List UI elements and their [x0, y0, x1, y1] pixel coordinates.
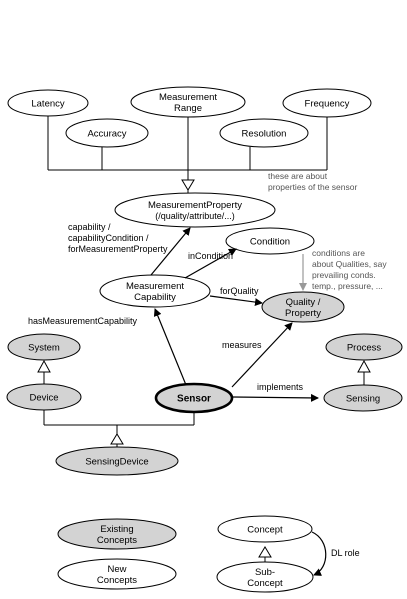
node-measurement-property: MeasurementProperty (/quality/attribute/…: [114, 192, 276, 228]
legend-new-concepts-label-1: New: [107, 564, 126, 575]
edge-capability-label-2: capabilityCondition /: [68, 233, 149, 243]
node-quality-property-label-2: Property: [285, 308, 321, 319]
note-sensor-properties-1: these are about: [268, 171, 328, 181]
node-measurement-capability: Measurement Capability: [99, 274, 211, 308]
edge-for-quality: forQuality: [209, 286, 263, 307]
node-frequency-label: Frequency: [305, 99, 350, 110]
legend-sub-concept: Sub- Concept: [216, 561, 314, 593]
node-device: Device: [6, 383, 82, 411]
node-sensor-label: Sensor: [177, 394, 211, 405]
node-system-label: System: [28, 343, 60, 354]
legend-new-concepts-label-2: Concepts: [97, 575, 137, 586]
note-conditions-1: conditions are: [312, 248, 365, 258]
edge-has-measurement-capability-label: hasMeasurementCapability: [28, 316, 138, 326]
node-process: Process: [325, 333, 403, 361]
legend-existing-concepts-label-2: Concepts: [97, 535, 137, 546]
edge-measures-label: measures: [222, 340, 262, 350]
sensing-device-connectors: [43, 410, 195, 447]
node-sensing-device-label: SensingDevice: [85, 457, 148, 468]
legend-dl-role: DL role: [311, 531, 360, 576]
node-condition-label: Condition: [250, 237, 290, 248]
node-device-label: Device: [29, 393, 58, 404]
note-sensor-properties-2: properties of the sensor: [268, 182, 357, 192]
node-accuracy-label: Accuracy: [87, 129, 126, 140]
edge-capability-label-3: forMeasurementProperty: [68, 244, 168, 254]
node-measurement-range: Measurement Range: [130, 86, 246, 118]
legend-subclass-link: [258, 546, 272, 562]
node-sensing: Sensing: [323, 384, 403, 412]
node-sensing-device: SensingDevice: [55, 446, 179, 476]
legend-sub-concept-label-2: Concept: [247, 578, 283, 589]
node-latency-label: Latency: [31, 99, 65, 110]
device-to-system: [37, 359, 51, 384]
node-accuracy: Accuracy: [65, 118, 149, 148]
edge-has-measurement-capability: hasMeasurementCapability: [28, 308, 187, 386]
note-sensor-properties: these are about properties of the sensor: [268, 171, 357, 192]
edge-in-condition: inCondition: [184, 248, 237, 279]
legend-concept: Concept: [217, 515, 313, 543]
note-conditions: conditions are about Qualities, say prev…: [312, 248, 387, 291]
node-quality-property-label-1: Quality /: [286, 297, 321, 308]
edge-capability: capability / capabilityCondition / forMe…: [68, 222, 191, 276]
node-measurement-range-label-2: Range: [174, 103, 202, 114]
legend-sub-concept-label-1: Sub-: [255, 567, 275, 578]
note-conditions-2: about Qualities, say: [312, 259, 387, 269]
legend-existing-concepts-label-1: Existing: [100, 524, 133, 535]
edge-implements: implements: [232, 382, 319, 402]
legend-new-concepts: New Concepts: [57, 558, 177, 590]
edge-in-condition-label: inCondition: [188, 251, 233, 261]
node-measurement-capability-label-2: Capability: [134, 292, 176, 303]
node-sensing-label: Sensing: [346, 394, 380, 405]
edge-measures: measures: [222, 322, 293, 388]
edge-for-quality-label: forQuality: [220, 286, 259, 296]
node-measurement-range-label-1: Measurement: [159, 92, 217, 103]
node-resolution-label: Resolution: [242, 129, 287, 140]
edge-implements-label: implements: [257, 382, 304, 392]
node-frequency: Frequency: [282, 88, 372, 118]
legend-concept-label: Concept: [247, 525, 283, 536]
node-resolution: Resolution: [219, 118, 309, 148]
node-system: System: [7, 333, 81, 361]
note-conditions-3: prevailing conds.: [312, 270, 376, 280]
legend-dl-role-label: DL role: [331, 548, 360, 558]
property-tree-connectors: [47, 116, 328, 195]
node-measurement-property-label-1: MeasurementProperty: [148, 200, 242, 211]
node-sensor: Sensor: [154, 382, 234, 414]
sensing-to-process: [357, 359, 371, 385]
node-condition: Condition: [225, 227, 315, 255]
node-measurement-property-label-2: (/quality/attribute/...): [155, 211, 235, 221]
node-latency: Latency: [7, 89, 89, 117]
edge-capability-label-1: capability /: [68, 222, 111, 232]
legend-existing-concepts: Existing Concepts: [57, 518, 177, 550]
subclass-triangle: [181, 179, 195, 191]
node-quality-property: Quality / Property: [261, 291, 345, 323]
note-conditions-4: temp., pressure, ...: [312, 281, 383, 291]
node-measurement-capability-label-1: Measurement: [126, 281, 184, 292]
node-process-label: Process: [347, 343, 382, 354]
